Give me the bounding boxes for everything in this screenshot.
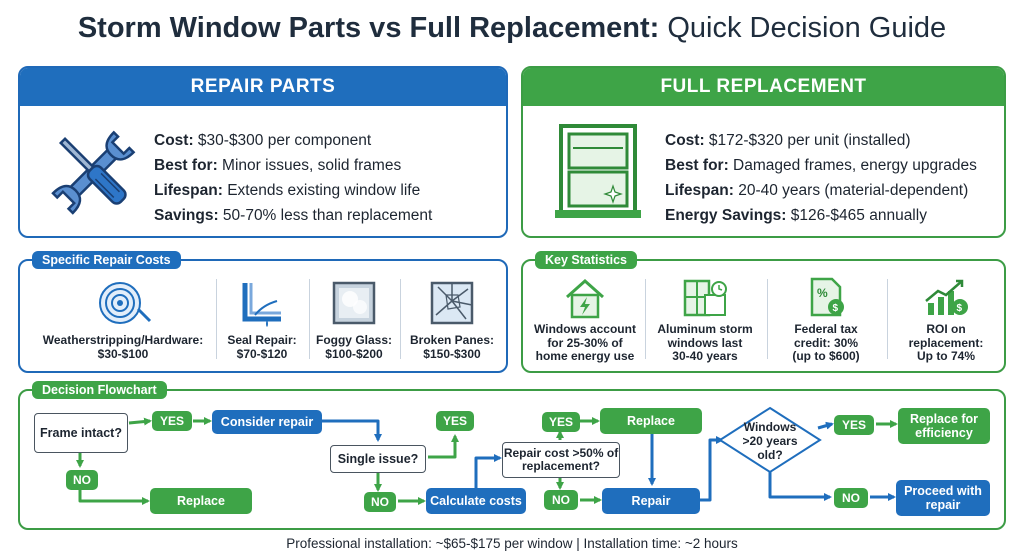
page-title: Storm Window Parts vs Full Replacement: …: [0, 12, 1024, 45]
stat-aluminum-line-2: windows last: [667, 335, 743, 350]
repair-parts-details: Cost: $30-$300 per component Best for: M…: [154, 128, 432, 228]
cost-seal-name: Seal Repair:: [227, 333, 297, 347]
replace-for-efficiency-node: Replace for efficiency: [898, 408, 990, 444]
stat-tax-credit: % $ Federal tax credit: 30% (up to $600): [769, 277, 883, 364]
stat-tax-line-3: (up to $600): [792, 349, 860, 363]
window-calendar-icon: [683, 279, 727, 317]
stat-tax-line-1: Federal tax: [794, 322, 858, 336]
cost-seal-repair: Seal Repair: $70-$120: [220, 279, 304, 361]
wrench-screwdriver-icon: [46, 124, 142, 220]
yes-label: YES: [834, 415, 874, 435]
key-statistics-box: Key Statistics Windows account for 25-30…: [521, 251, 1006, 373]
stat-aluminum-lifespan: Aluminum storm windows last 30-40 years: [647, 277, 763, 364]
title-bold: Storm Window Parts vs Full Replacement:: [77, 12, 660, 44]
stat-roi: $ ROI on replacement: Up to 74%: [889, 277, 1003, 364]
stat-aluminum-line-3: 30-40 years: [672, 349, 738, 363]
tax-document-icon: % $: [810, 277, 844, 317]
repair-cost-question: Repair cost >50% of replacement?: [502, 442, 620, 478]
cost-weatherstripping-name: Weatherstripping/Hardware:: [42, 333, 204, 347]
divider: [400, 279, 401, 359]
windows-age-question: Windows >20 years old?: [742, 420, 798, 462]
svg-text:$: $: [833, 303, 839, 314]
cost-broken-panes: Broken Panes: $150-$300: [404, 279, 500, 361]
decision-flowchart-tag: Decision Flowchart: [32, 381, 167, 399]
stat-energy-use: Windows account for 25-30% of home energ…: [527, 277, 643, 364]
divider: [216, 279, 217, 359]
seal-icon: [242, 283, 281, 327]
coil-icon: [99, 282, 152, 324]
replace-line-energy-savings: Energy Savings: $126-$465 annually: [665, 207, 927, 224]
replace-line-lifespan: Lifespan: 20-40 years (material-dependen…: [665, 182, 969, 199]
full-replacement-details: Cost: $172-$320 per unit (installed) Bes…: [665, 128, 977, 228]
replace-node: Replace: [600, 408, 702, 434]
no-label: NO: [364, 492, 396, 512]
stat-energy-line-1: Windows account: [534, 322, 636, 336]
yes-label: YES: [152, 411, 192, 431]
replace-node: Replace: [150, 488, 252, 514]
cost-foggy-price: $100-$200: [325, 347, 383, 361]
specific-repair-costs-tag: Specific Repair Costs: [32, 251, 181, 269]
cost-seal-price: $70-$120: [236, 347, 288, 361]
no-label: NO: [66, 470, 98, 490]
cost-weatherstripping-price: $30-$100: [97, 347, 149, 361]
replace-line-best-for: Best for: Damaged frames, energy upgrade…: [665, 157, 977, 174]
stat-roi-line-1: ROI on: [926, 322, 966, 336]
single-issue-question: Single issue?: [330, 445, 426, 473]
stat-roi-line-3: Up to 74%: [916, 349, 975, 363]
stat-aluminum-line-1: Aluminum storm: [657, 322, 753, 336]
divider: [887, 279, 888, 359]
title-light: Quick Decision Guide: [659, 12, 947, 44]
cost-weatherstripping: Weatherstripping/Hardware: $30-$100: [28, 279, 218, 361]
repair-line-lifespan: Lifespan: Extends existing window life: [154, 182, 421, 199]
window-icon: [551, 122, 645, 222]
divider: [309, 279, 310, 359]
cost-broken-price: $150-$300: [423, 347, 481, 361]
specific-repair-costs-box: Specific Repair Costs Weatherstripping/H…: [18, 251, 508, 373]
no-label: NO: [834, 488, 868, 508]
replace-line-cost: Cost: $172-$320 per unit (installed): [665, 132, 911, 149]
divider: [645, 279, 646, 359]
stat-tax-line-2: credit: 30%: [793, 335, 859, 350]
roi-chart-icon: $: [925, 279, 968, 315]
stat-energy-line-2: for 25-30% of: [547, 335, 623, 350]
repair-parts-panel: REPAIR PARTS Cost: $30-$300 per componen…: [18, 66, 508, 238]
repair-line-savings: Savings: 50-70% less than replacement: [154, 207, 433, 224]
full-replacement-panel: FULL REPLACEMENT Cost: $172-$320 per uni…: [521, 66, 1006, 238]
svg-text:$: $: [957, 303, 963, 314]
repair-line-cost: Cost: $30-$300 per component: [154, 132, 372, 149]
no-label: NO: [544, 490, 578, 510]
cost-broken-name: Broken Panes:: [409, 333, 495, 347]
repair-parts-heading: REPAIR PARTS: [20, 68, 506, 106]
repair-node: Repair: [602, 488, 700, 514]
yes-label: YES: [542, 412, 580, 432]
calculate-costs-node: Calculate costs: [426, 488, 526, 514]
consider-repair-node: Consider repair: [212, 410, 322, 434]
cost-foggy-name: Foggy Glass:: [315, 333, 392, 347]
divider: [767, 279, 768, 359]
repair-line-best-for: Best for: Minor issues, solid frames: [154, 157, 402, 174]
footer-note: Professional installation: ~$65-$175 per…: [286, 536, 738, 551]
foggy-glass-icon: [332, 281, 376, 325]
yes-label: YES: [436, 411, 474, 431]
broken-pane-icon: [430, 281, 474, 325]
key-statistics-tag: Key Statistics: [535, 251, 637, 269]
proceed-with-repair-node: Proceed with repair: [896, 480, 990, 516]
stat-roi-line-2: replacement:: [908, 335, 984, 350]
full-replacement-heading: FULL REPLACEMENT: [523, 68, 1004, 106]
cost-foggy-glass: Foggy Glass: $100-$200: [312, 279, 396, 361]
stat-energy-line-3: home energy use: [535, 349, 635, 363]
house-energy-icon: [566, 278, 604, 319]
frame-intact-question: Frame intact?: [34, 413, 128, 453]
svg-text:%: %: [817, 286, 828, 300]
